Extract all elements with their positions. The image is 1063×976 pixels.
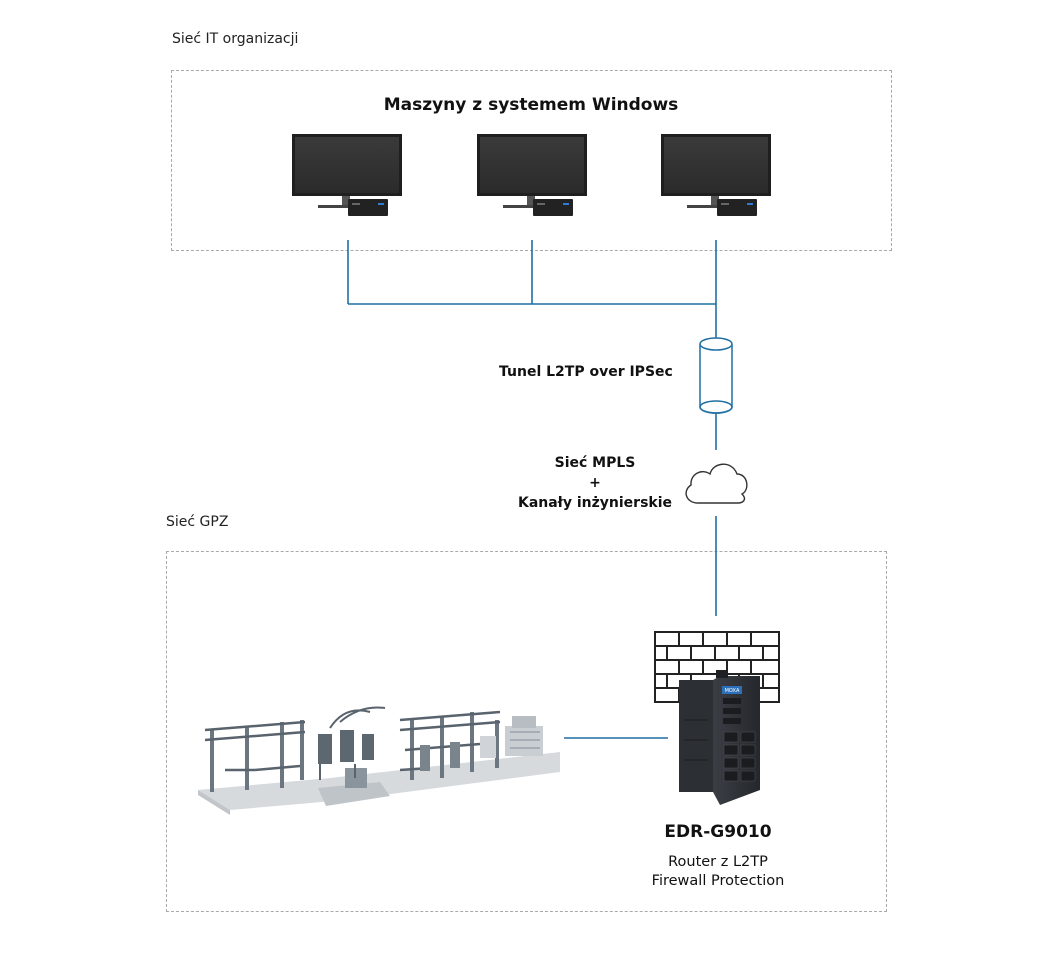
wan-label: Sieć MPLS + Kanały inżynierskie xyxy=(510,453,680,513)
router-name: EDR-G9010 xyxy=(664,822,772,842)
router-description-line2: Firewall Protection xyxy=(651,873,785,889)
substation-icon xyxy=(198,706,560,815)
workstation-2-icon xyxy=(477,134,587,216)
router-description-line1: Router z L2TP xyxy=(668,854,768,870)
cloud-icon xyxy=(685,463,748,504)
substation-network-label: Sieć GPZ xyxy=(166,514,229,530)
network-links xyxy=(347,240,717,739)
router-brand: MOXA xyxy=(725,688,740,694)
it-network-label: Sieć IT organizacji xyxy=(172,31,299,47)
wan-label-line1: Sieć MPLS xyxy=(554,455,636,471)
substation-network-zone xyxy=(166,551,887,912)
router-description: Router z L2TP Firewall Protection xyxy=(608,853,828,891)
workstation-3-icon xyxy=(661,134,771,216)
tunnel-icon xyxy=(699,337,733,414)
windows-machines-title: Maszyny z systemem Windows xyxy=(383,95,679,115)
workstation-1-icon xyxy=(292,134,402,216)
tunnel-label: Tunel L2TP over IPSec xyxy=(499,364,673,380)
wan-label-line2: + xyxy=(589,475,601,491)
router-icon xyxy=(679,670,760,805)
wan-label-line3: Kanały inżynierskie xyxy=(517,495,673,511)
